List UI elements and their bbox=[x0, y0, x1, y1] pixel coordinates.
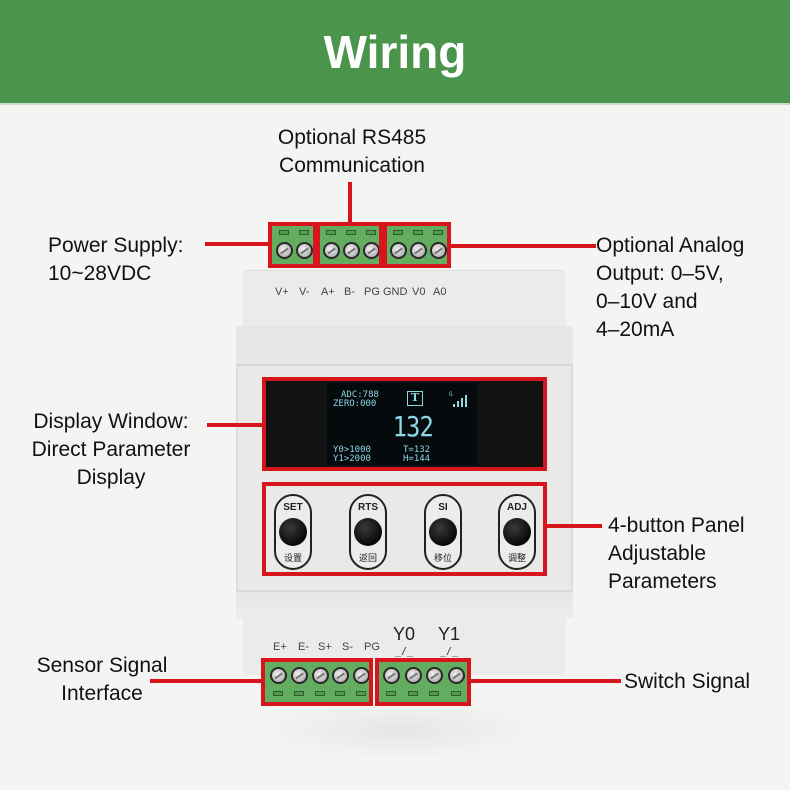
signal-label: G bbox=[449, 391, 453, 398]
mode-t-icon: T bbox=[407, 391, 423, 406]
highlight-rs485-terminals bbox=[316, 222, 383, 268]
callout-line-analog bbox=[451, 244, 596, 248]
pin-label: V- bbox=[299, 286, 310, 298]
pin-label: S+ bbox=[318, 641, 332, 653]
bottom-terminal-switch bbox=[378, 661, 468, 703]
y1-setpoint: Y1>2000 bbox=[333, 454, 371, 464]
button-sublabel: 设置 bbox=[283, 554, 302, 564]
si-button[interactable]: SI 移位 bbox=[424, 494, 462, 570]
callout-line-power bbox=[205, 242, 268, 246]
set-button[interactable]: SET 设置 bbox=[274, 494, 312, 570]
terminal-screw[interactable] bbox=[402, 661, 424, 703]
button-knob[interactable] bbox=[354, 518, 382, 546]
callout-line-buttons bbox=[547, 524, 602, 528]
t-value: T=132 bbox=[403, 445, 431, 455]
page-title: Wiring bbox=[323, 25, 467, 78]
callout-line-switch bbox=[471, 679, 621, 683]
top-terminal-power bbox=[271, 224, 315, 266]
adj-button[interactable]: ADJ 调整 bbox=[498, 494, 536, 570]
highlight-power-terminals bbox=[268, 222, 317, 268]
relay-y0-label: Y0 bbox=[393, 624, 416, 644]
device-upper-step bbox=[236, 326, 573, 366]
oled-screen: ADC:788 ZERO:000 T G 132 Y0>1000 Y1>2000… bbox=[327, 383, 477, 465]
switch-symbol-icon: _/_ bbox=[395, 646, 414, 657]
callout-sensor: Sensor Signal Interface bbox=[36, 654, 168, 705]
terminal-screw[interactable] bbox=[293, 224, 313, 266]
callout-line-rs485 bbox=[348, 182, 352, 224]
pin-label: V+ bbox=[275, 286, 289, 298]
callout-rs485: Optional RS485 Communication bbox=[277, 126, 427, 177]
button-label: RTS bbox=[358, 502, 378, 513]
device-top-section bbox=[243, 270, 566, 332]
callout-analog: Optional Analog Output: 0–5V, 0–10V and … bbox=[596, 234, 745, 341]
rts-button[interactable]: RTS 返回 bbox=[349, 494, 387, 570]
pin-label: PG bbox=[364, 641, 380, 653]
main-value: 132 bbox=[392, 410, 434, 443]
pin-label: GND bbox=[383, 286, 408, 298]
pin-label: A+ bbox=[321, 286, 335, 298]
button-label: ADJ bbox=[506, 502, 527, 513]
pin-label: PG bbox=[364, 286, 380, 298]
y0-setpoint: Y0>1000 bbox=[333, 445, 371, 455]
pin-label: S- bbox=[342, 641, 353, 653]
terminal-screw[interactable] bbox=[427, 224, 447, 266]
terminal-screw[interactable] bbox=[423, 661, 445, 703]
zero-readout: ZERO:000 bbox=[333, 399, 377, 409]
pin-label: A0 bbox=[433, 286, 447, 298]
callout-power: Power Supply: 10~28VDC bbox=[48, 234, 184, 285]
header-banner: Wiring bbox=[0, 0, 790, 105]
top-terminal-analog bbox=[385, 224, 449, 266]
relay-y1-label: Y1 bbox=[438, 624, 461, 644]
terminal-screw[interactable] bbox=[360, 224, 380, 266]
pin-label: B- bbox=[344, 286, 355, 298]
pin-label: E+ bbox=[273, 641, 287, 653]
button-sublabel: 返回 bbox=[358, 554, 377, 564]
terminal-screw[interactable] bbox=[267, 661, 288, 703]
switch-symbol-icon: _/_ bbox=[440, 646, 459, 657]
terminal-screw[interactable] bbox=[380, 661, 402, 703]
callout-buttons: 4-button Panel Adjustable Parameters bbox=[608, 514, 745, 593]
callout-line-sensor bbox=[150, 679, 261, 683]
adc-readout: ADC:788 bbox=[341, 390, 379, 400]
top-terminal-rs485 bbox=[318, 224, 382, 266]
highlight-analog-terminals bbox=[383, 222, 451, 268]
terminal-screw[interactable] bbox=[387, 224, 407, 266]
button-label: SI bbox=[438, 502, 448, 513]
highlight-switch-terminals bbox=[375, 658, 471, 706]
h-value: H=144 bbox=[403, 454, 431, 464]
terminal-screw[interactable] bbox=[407, 224, 427, 266]
button-sublabel: 调整 bbox=[507, 554, 526, 564]
highlight-display bbox=[262, 377, 547, 471]
terminal-screw[interactable] bbox=[288, 661, 309, 703]
terminal-screw[interactable] bbox=[445, 661, 467, 703]
button-label: SET bbox=[283, 502, 303, 513]
button-knob[interactable] bbox=[279, 518, 307, 546]
device-shadow bbox=[250, 700, 550, 760]
pin-label: V0 bbox=[412, 286, 426, 298]
device-lower-step bbox=[236, 590, 573, 618]
callout-switch: Switch Signal bbox=[624, 670, 751, 693]
button-sublabel: 移位 bbox=[433, 554, 452, 564]
terminal-screw[interactable] bbox=[329, 661, 350, 703]
highlight-sensor-terminals bbox=[261, 658, 373, 706]
pin-label: E- bbox=[298, 641, 309, 653]
terminal-screw[interactable] bbox=[320, 224, 340, 266]
signal-strength-icon: G bbox=[449, 391, 469, 407]
button-knob[interactable] bbox=[503, 518, 531, 546]
button-knob[interactable] bbox=[429, 518, 457, 546]
callout-line-display bbox=[207, 423, 262, 427]
highlight-buttons bbox=[262, 482, 547, 576]
terminal-screw[interactable] bbox=[309, 661, 330, 703]
terminal-screw[interactable] bbox=[340, 224, 360, 266]
callout-display: Display Window: Direct Parameter Display bbox=[31, 410, 191, 489]
terminal-screw[interactable] bbox=[273, 224, 293, 266]
